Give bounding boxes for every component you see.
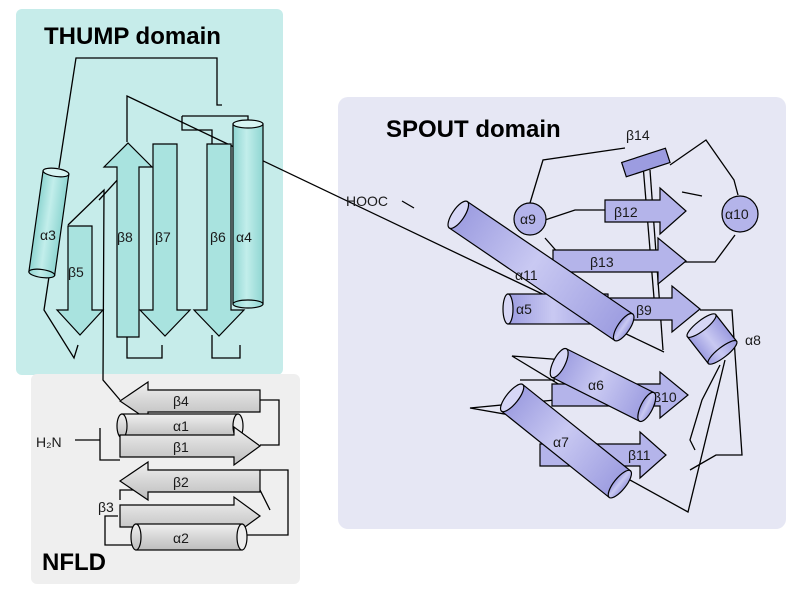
label-a5: α5 [516, 301, 532, 317]
label-a11: α11 [515, 267, 538, 283]
beta-strand-b1: β1 [119, 425, 262, 467]
label-b12: β12 [614, 204, 638, 220]
beta-strand-b7: β7 [138, 143, 192, 337]
alpha-helix-a3: α3 [28, 167, 70, 279]
label-b6: β6 [210, 229, 226, 245]
beta-strand-b5: β5 [55, 225, 105, 336]
spout-domain-title: SPOUT domain [386, 116, 561, 143]
label-b5: β5 [68, 264, 84, 280]
alpha-helix-a10: α10 [721, 195, 759, 233]
alpha-helix-a7: α7 [499, 383, 633, 499]
alpha-helix-a8: α8 [686, 313, 761, 365]
alpha-helix-a6: α6 [549, 347, 657, 423]
label-b13: β13 [590, 254, 614, 270]
alpha-helix-a9: α9 [513, 202, 547, 236]
label-b3: β3 [98, 499, 114, 515]
label-b9: β9 [636, 302, 652, 318]
alpha-helix-a11: α11 [447, 200, 635, 342]
label-b8: β8 [117, 229, 133, 245]
label-a4: α4 [236, 229, 252, 245]
label-a9: α9 [520, 211, 536, 227]
label-a3: α3 [40, 227, 56, 243]
label-b1: β1 [173, 439, 189, 455]
n-terminus-label: H₂N [36, 434, 62, 450]
beta-strand-b6: β6 [192, 143, 246, 337]
label-a1: α1 [173, 418, 189, 434]
c-terminus-label: HOOC [346, 193, 388, 209]
beta-strand-b2: β2 [118, 460, 261, 502]
beta-strand-b14: β14 [620, 127, 671, 178]
label-b14: β14 [626, 127, 650, 143]
thump-domain-title: THUMP domain [44, 23, 221, 50]
label-b11: β11 [628, 447, 651, 463]
label-b4: β4 [173, 393, 189, 409]
alpha-helix-a2: α2 [130, 523, 248, 551]
label-a2: α2 [173, 530, 189, 546]
label-a7: α7 [553, 434, 569, 450]
nfld-domain-title: NFLD [42, 549, 106, 576]
beta-strand-b8: β8 [102, 142, 154, 338]
label-a10: α10 [725, 206, 749, 222]
beta-strand-b4: β4 [118, 380, 261, 422]
alpha-helix-a4: α4 [232, 119, 264, 309]
label-a6: α6 [588, 377, 604, 393]
beta-strand-b12: β12 [604, 186, 687, 236]
label-b10: β10 [653, 389, 677, 405]
label-b7: β7 [155, 229, 171, 245]
label-b2: β2 [173, 474, 189, 490]
label-a8: α8 [745, 332, 761, 348]
